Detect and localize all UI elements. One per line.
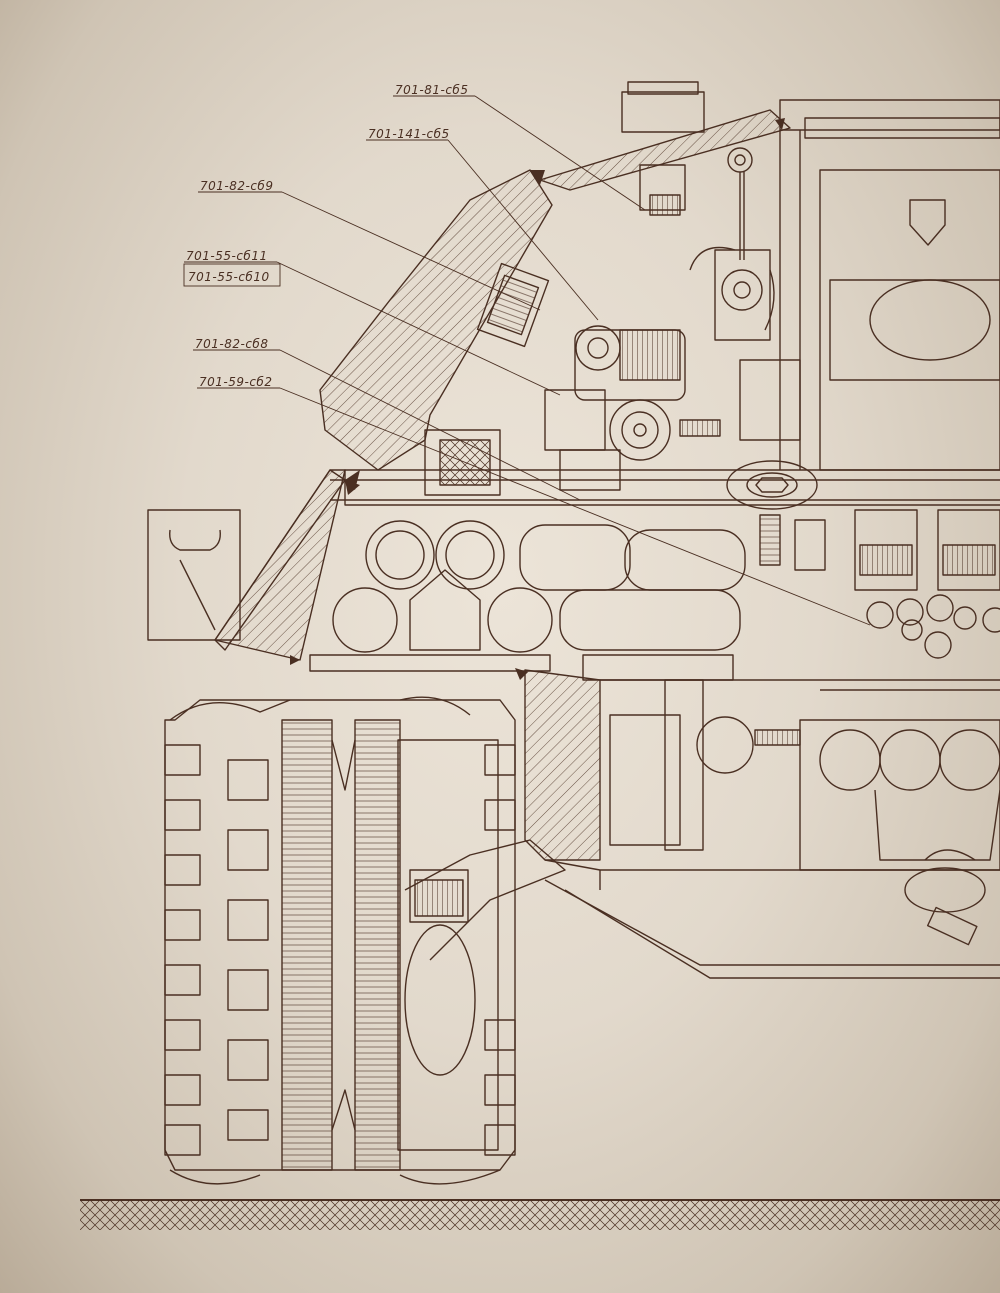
shield-icon xyxy=(909,199,946,246)
suspension-arm xyxy=(404,839,566,961)
traverse-handwheel xyxy=(726,460,818,510)
shock-absorber xyxy=(409,869,469,923)
callout-labels: 701-81-сб5 701-141-сб5 701-82-сб9 701-55… xyxy=(186,83,468,389)
callout-label: 701-82-сб8 xyxy=(195,337,268,351)
gauge-cluster xyxy=(866,594,1000,659)
periscope-housing xyxy=(621,91,705,133)
gun-sight-assembly xyxy=(689,147,775,341)
callout-label: 701-82-сб9 xyxy=(200,179,273,193)
elevation-mechanism xyxy=(544,325,721,491)
callout-label: 701-59-сб2 xyxy=(199,375,272,389)
ground-line xyxy=(80,1199,1000,1230)
track-assembly xyxy=(164,696,516,1185)
hull-upper xyxy=(147,460,1000,661)
road-wheel-right xyxy=(354,719,401,1171)
turret-front-armor xyxy=(319,169,553,471)
callout-leaders xyxy=(183,95,871,626)
track-links xyxy=(164,744,516,1156)
hull-glacis-armor xyxy=(214,469,346,661)
callout-label: 701-81-сб5 xyxy=(395,83,468,97)
callout-label: 701-55-сб10 xyxy=(188,270,270,284)
callout-label: 701-55-сб11 xyxy=(186,249,268,263)
road-wheel-left xyxy=(281,719,333,1171)
turret-roof-armor xyxy=(539,109,791,191)
hull-lower xyxy=(524,669,1000,979)
turret xyxy=(319,81,1000,496)
hull-side-armor xyxy=(524,669,601,861)
instrument-panel xyxy=(759,509,1000,659)
fender-box xyxy=(147,509,241,641)
callout-label: 701-141-сб5 xyxy=(368,127,450,141)
radio-set xyxy=(476,262,550,348)
ammo-stowage xyxy=(309,520,746,681)
